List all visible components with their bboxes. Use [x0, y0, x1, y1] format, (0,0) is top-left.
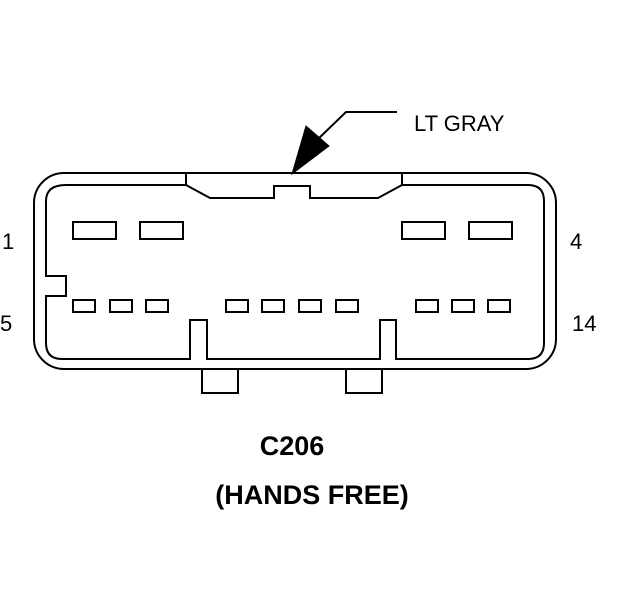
connector-housing-outer	[33, 172, 557, 370]
terminal-cavity	[468, 221, 513, 240]
connector-color-callout: LT GRAY	[414, 111, 505, 136]
terminal-cavity	[451, 299, 475, 313]
terminal-cavity	[298, 299, 322, 313]
latch-tab-right	[345, 369, 383, 394]
pin-label-bottom-right: 14	[572, 311, 597, 336]
terminal-cavity	[225, 299, 249, 313]
connector-housing-inner	[45, 184, 545, 360]
terminal-cavity	[335, 299, 359, 313]
terminal-cavity	[139, 221, 184, 240]
terminal-cavity	[401, 221, 446, 240]
terminal-cavity	[145, 299, 169, 313]
pin-label-bottom-left: 5	[0, 311, 13, 336]
callout-arrow-icon	[291, 125, 330, 176]
latch-tab-left	[201, 369, 239, 394]
pin-label-top-right: 4	[570, 229, 583, 254]
terminal-cavity	[109, 299, 133, 313]
callout-leader-line	[314, 111, 397, 143]
connector-id: C206	[259, 431, 325, 461]
terminal-cavity	[72, 221, 117, 240]
pin-label-top-left: 1	[2, 229, 15, 254]
terminal-cavity	[72, 299, 96, 313]
terminal-cavity	[487, 299, 511, 313]
terminal-cavity	[415, 299, 439, 313]
connector-name: (HANDS FREE)	[215, 480, 409, 510]
terminal-cavity	[261, 299, 285, 313]
